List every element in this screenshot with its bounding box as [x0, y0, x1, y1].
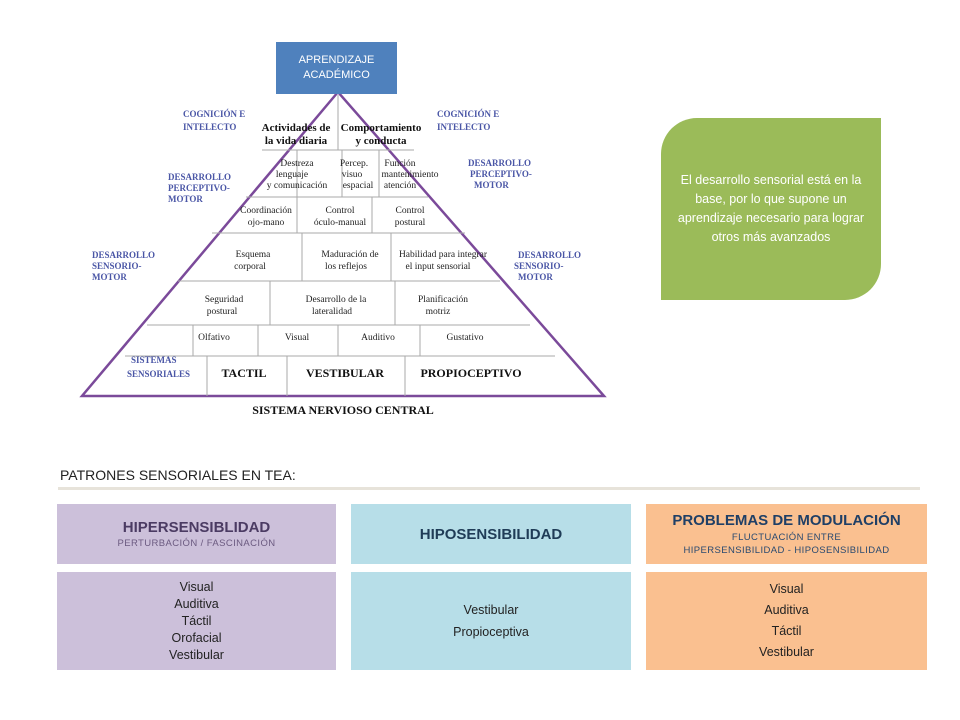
hyposensitivity-title: HIPOSENSIBILIDAD	[419, 525, 563, 543]
sensory-development-note: El desarrollo sensorial está en la base,…	[661, 118, 881, 300]
cell-gustatory: Gustativo	[447, 333, 484, 343]
label-central-nervous-system: SISTEMA NERVIOSO CENTRAL	[252, 403, 434, 417]
list-item: Visual	[769, 582, 804, 596]
pyramid-outline	[79, 90, 607, 398]
cell-olfactory: Olfativo	[198, 332, 230, 343]
list-item: Orofacial	[171, 630, 222, 645]
modulation-header: PROBLEMAS DE MODULACIÓN FLUCTUACIÓN ENTR…	[646, 504, 927, 564]
cell-tactile: TACTIL	[221, 366, 266, 380]
patterns-title: PATRONES SENSORIALES EN TEA:	[60, 467, 296, 483]
modulation-subtitle-2: HIPERSENSIBILIDAD - HIPOSENSIBILIDAD	[683, 544, 890, 556]
list-item: Vestibular	[759, 645, 814, 659]
cell-visual: Visual	[285, 333, 310, 343]
hyposensitivity-header: HIPOSENSIBILIDAD	[351, 504, 631, 564]
modulation-title: PROBLEMAS DE MODULACIÓN	[672, 511, 901, 529]
hypersensitivity-list: Visual Auditiva Táctil Orofacial Vestibu…	[57, 572, 336, 670]
modulation-subtitle: FLUCTUACIÓN ENTRE	[731, 531, 842, 543]
list-item: Vestibular	[463, 603, 519, 617]
list-item: Táctil	[181, 613, 212, 628]
cell-vestibular: VESTIBULAR	[306, 366, 384, 380]
list-item: Auditiva	[764, 603, 809, 617]
cell-proprioceptive: PROPIOCEPTIVO	[420, 366, 521, 380]
academic-learning-box: APRENDIZAJE ACADÉMICO	[276, 42, 397, 94]
hypersensitivity-title: HIPERSENSIBLIDAD	[122, 519, 271, 536]
list-item: Táctil	[771, 624, 802, 638]
note-text: El desarrollo sensorial está en la base,…	[677, 173, 865, 244]
cell-auditory: Auditivo	[361, 333, 395, 343]
modulation-list: Visual Auditiva Táctil Vestibular	[646, 572, 927, 670]
list-item: Propioceptiva	[453, 625, 529, 639]
patterns-divider	[58, 487, 920, 490]
apex-line-2: ACADÉMICO	[303, 69, 370, 81]
apex-line-1: APRENDIZAJE	[298, 54, 375, 66]
list-item: Visual	[179, 579, 214, 594]
hyposensitivity-list: Vestibular Propioceptiva	[351, 572, 631, 670]
list-item: Auditiva	[174, 596, 219, 611]
hypersensitivity-header: HIPERSENSIBLIDAD PERTURBACIÓN / FASCINAC…	[57, 504, 336, 564]
list-item: Vestibular	[169, 647, 224, 662]
pyramid-grid-lines	[125, 95, 555, 396]
hypersensitivity-subtitle: PERTURBACIÓN / FASCINACIÓN	[117, 538, 276, 549]
